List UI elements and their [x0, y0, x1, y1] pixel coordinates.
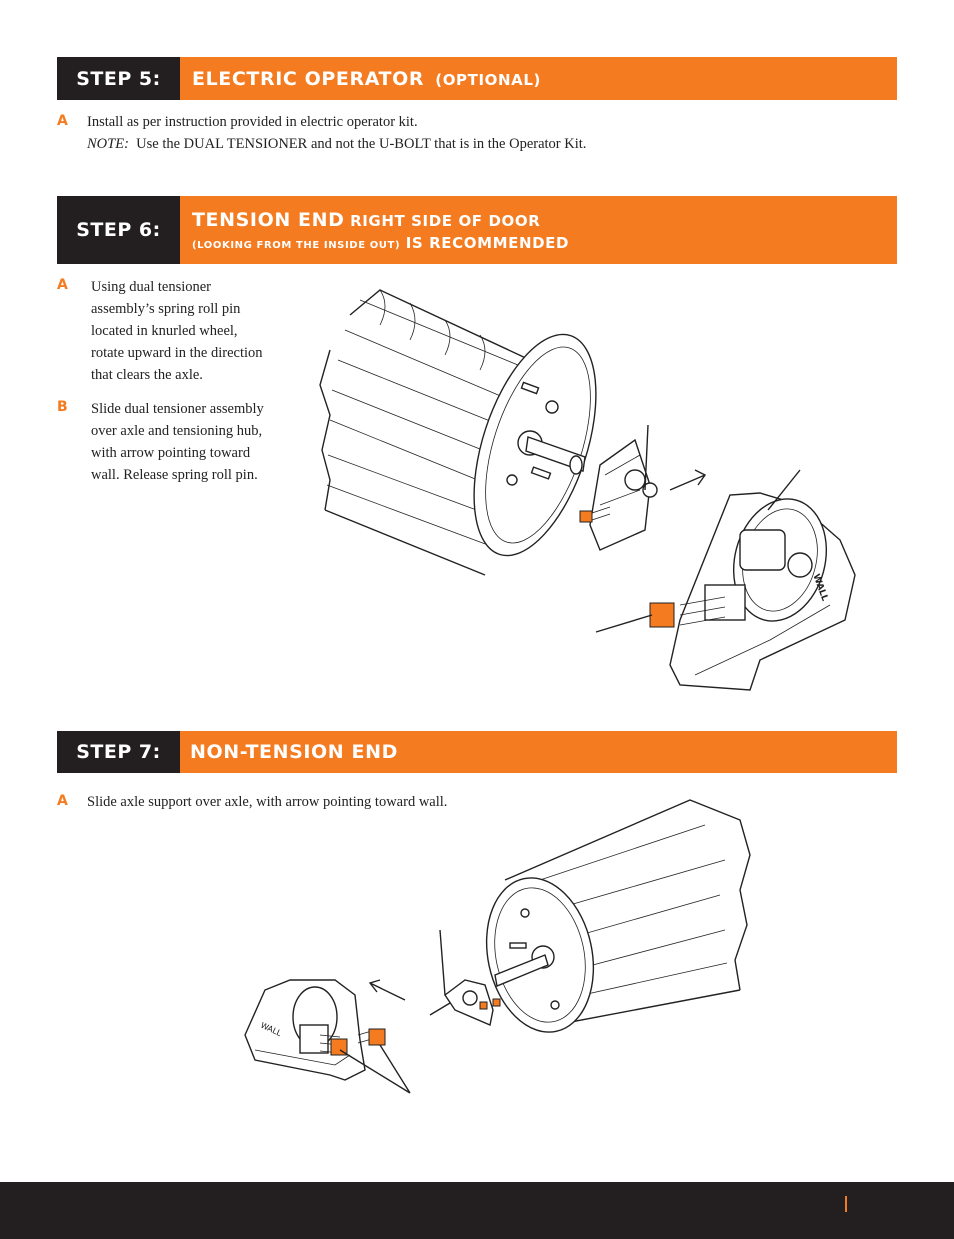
step7-label: STEP 7: [57, 731, 180, 773]
step6-item-b-line: over axle and tensioning hub, [91, 423, 263, 439]
step7-title: NON-TENSION END [180, 731, 897, 773]
small-orange-cap [579, 510, 593, 523]
step5-title-main: ELECTRIC OPERATOR [192, 67, 425, 90]
step6-item-a-line: assembly’s spring roll pin [91, 301, 241, 317]
orange-cap-left [330, 1038, 348, 1056]
step6-item-a-line: rotate upward in the direction [91, 345, 263, 361]
step6-letter-a: A [57, 277, 68, 293]
step6-item-b-line: with arrow pointing toward [91, 445, 251, 461]
step6-item-a-line: that clears the axle. [91, 367, 203, 383]
step5-title-suffix: (OPTIONAL) [435, 70, 541, 89]
large-axle-support-illustration: WALL [244, 979, 411, 1094]
small-tensioner-illustration [579, 424, 658, 551]
step7-title-main: NON-TENSION END [190, 741, 398, 763]
step5-label: STEP 5: [57, 57, 180, 100]
step6-title-main: TENSION END [192, 208, 345, 231]
direction-arrow-2 [368, 979, 406, 1001]
step6-title-rest: RIGHT SIDE OF DOOR [350, 211, 541, 230]
step6-item-b: Slide dual tensioner assembly over axle … [91, 398, 264, 486]
step5-title: ELECTRIC OPERATOR (OPTIONAL) [180, 57, 897, 100]
roller-drum-illustration [319, 289, 597, 576]
small-orange-cap-3 [492, 998, 501, 1007]
step5-item-a-text: Install as per instruction provided in e… [87, 114, 418, 130]
step6-item-b-line: Slide dual tensioner assembly [91, 401, 264, 417]
step6-item-a-line: located in knurled wheel, [91, 323, 238, 339]
orange-cap-right [368, 1028, 386, 1046]
large-orange-cap [649, 602, 675, 628]
step6-item-a: Using dual tensioner assembly’s spring r… [91, 276, 263, 386]
step5-note: NOTE: Use the DUAL TENSIONER and not the… [87, 133, 586, 155]
step5-letter-a: A [57, 113, 68, 129]
step5-item-a: Install as per instruction provided in e… [87, 111, 586, 155]
step6-label: STEP 6: [57, 196, 180, 264]
page-footer [0, 1182, 954, 1239]
step6-title: TENSION END RIGHT SIDE OF DOOR (LOOKING … [180, 196, 897, 264]
footer-accent-mark [845, 1196, 847, 1212]
step5-note-label: NOTE: [87, 136, 129, 152]
roller-drum-illustration-2 [485, 799, 751, 1033]
small-orange-cap-2 [479, 1001, 488, 1010]
step5-header: STEP 5: ELECTRIC OPERATOR (OPTIONAL) [57, 57, 897, 100]
direction-arrow [669, 469, 707, 491]
step6-item-b-line: wall. Release spring roll pin. [91, 467, 258, 483]
tension-end-diagram: WALL [319, 289, 856, 691]
step6-item-a-line: Using dual tensioner [91, 279, 212, 295]
small-axle-support-illustration [429, 929, 501, 1026]
step5-note-text: Use the DUAL TENSIONER and not the U-BOL… [136, 136, 587, 152]
step6-subtitle-rest: IS RECOMMENDED [405, 233, 570, 252]
step7-header: STEP 7: NON-TENSION END [57, 731, 897, 773]
step7-letter-a: A [57, 793, 68, 809]
step6-letter-b: B [57, 399, 68, 415]
large-tensioner-illustration: WALL [595, 469, 856, 691]
step6-header: STEP 6: TENSION END RIGHT SIDE OF DOOR (… [57, 196, 897, 264]
step6-subtitle-small: (LOOKING FROM THE INSIDE OUT) [192, 239, 401, 251]
non-tension-end-diagram: WALL [244, 799, 751, 1094]
step7-item-a: Slide axle support over axle, with arrow… [87, 794, 448, 810]
